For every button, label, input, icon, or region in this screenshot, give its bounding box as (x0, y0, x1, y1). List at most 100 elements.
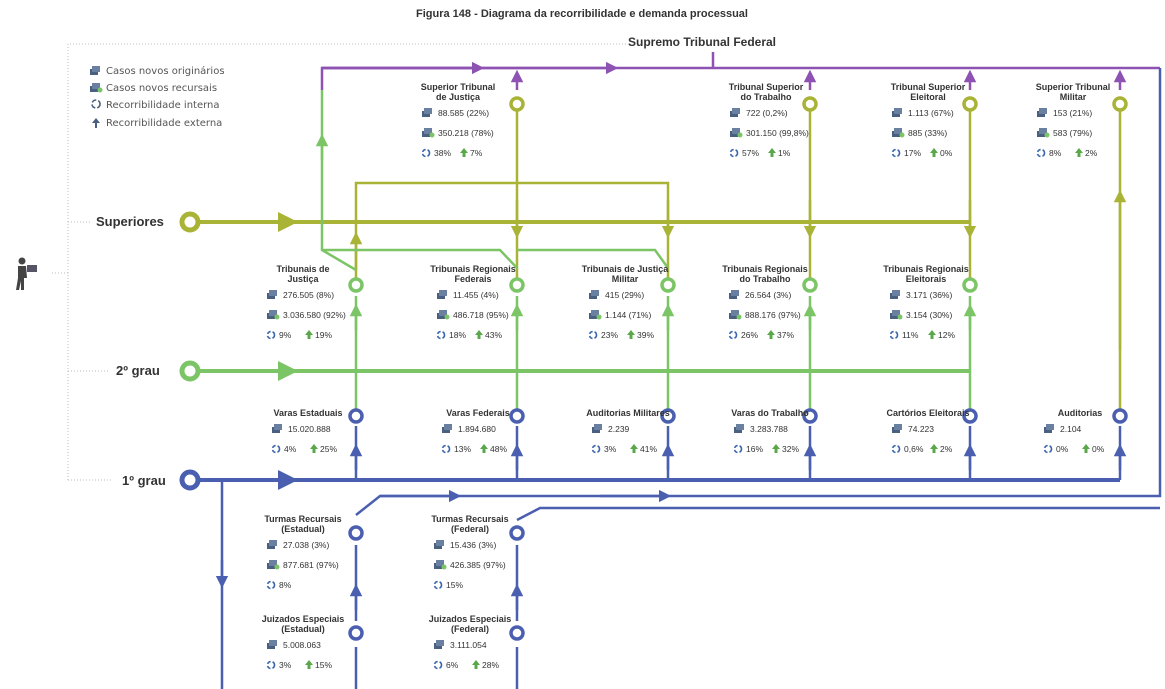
arrow-up-icon (480, 444, 488, 453)
node-interna-ce: 0,6% (904, 444, 924, 454)
node-name-tjm: Tribunais de Justiça (582, 264, 670, 274)
cycle-icon (91, 99, 101, 109)
node-orig-ve: 15.020.888 (288, 424, 331, 434)
node-tre_fed: Turmas Recursais(Federal)15.436 (3%)426.… (431, 514, 508, 590)
node-name-am: Auditorias Militares (586, 408, 670, 418)
arrow-up-icon (472, 660, 480, 669)
node-externa-tj: 19% (315, 330, 332, 340)
node-rec-stj: 350.218 (78%) (438, 128, 494, 138)
node-name-aud: Auditorias (1058, 408, 1103, 418)
stack-recurso-icon (1037, 128, 1050, 138)
legend: Casos novos originários Casos novos recu… (90, 65, 225, 129)
cycle-icon (1036, 148, 1046, 158)
node-name-tj: Tribunais de (276, 264, 329, 274)
level-superiores: Superiores (96, 214, 164, 229)
superior-node-circles (509, 96, 1128, 112)
node-name-tre: Eleitorais (906, 274, 947, 284)
node-interna-vf: 13% (454, 444, 471, 454)
node-interna-je_fed: 6% (446, 660, 459, 670)
stack-icon (892, 108, 902, 117)
node-externa-je_est: 15% (315, 660, 332, 670)
node-interna-tre_est: 8% (279, 580, 292, 590)
stf-flow-line (320, 61, 1160, 90)
stack-recurso-icon (589, 310, 602, 320)
arrow-up-icon (768, 148, 776, 157)
node-name-tj: Justiça (287, 274, 319, 284)
2grau-start-node (179, 360, 201, 382)
node-name-tre: Tribunais Regionais (883, 264, 969, 274)
legend-externa: Recorribilidade externa (106, 118, 222, 129)
stack-icon (434, 640, 444, 649)
node-orig-tre: 3.171 (36%) (906, 290, 952, 300)
person-icon (16, 257, 37, 290)
arrow-up-icon (305, 330, 313, 339)
node-interna-je_est: 3% (279, 660, 292, 670)
node-externa-vt: 32% (782, 444, 799, 454)
node-orig-tjm: 415 (29%) (605, 290, 644, 300)
stack-icon (267, 540, 277, 549)
node-name-je_fed: (Federal) (451, 624, 489, 634)
level-2grau: 2º grau (116, 363, 160, 378)
cycle-icon (266, 660, 276, 670)
cycle-icon (271, 444, 281, 454)
node-rec-trt: 888.176 (97%) (745, 310, 801, 320)
node-externa-am: 41% (640, 444, 657, 454)
node-orig-vt: 3.283.788 (750, 424, 788, 434)
legend-recursais: Casos novos recursais (106, 83, 217, 94)
node-interna-am: 3% (604, 444, 617, 454)
stack-recurso-icon (267, 310, 280, 320)
node-name-ce: Cartórios Eleitorais (886, 408, 969, 418)
1grau-node-circles (348, 408, 1128, 641)
stf-label: Supremo Tribunal Federal (628, 35, 776, 49)
stack-recurso-icon (90, 83, 103, 93)
node-name-je_est: (Estadual) (281, 624, 325, 634)
node-interna-stm: 8% (1049, 148, 1062, 158)
node-name-trf: Federais (454, 274, 491, 284)
arrow-up-icon (1082, 444, 1090, 453)
node-rec-trf: 486.718 (95%) (453, 310, 509, 320)
arrow-up-icon (930, 148, 938, 157)
cycle-icon (1043, 444, 1053, 454)
node-je_est: Juizados Especiais(Estadual)5.008.0633%1… (262, 614, 345, 670)
node-rec-stm: 583 (79%) (1053, 128, 1092, 138)
node-name-tre_est: Turmas Recursais (264, 514, 341, 524)
node-orig-tre_est: 27.038 (3%) (283, 540, 329, 550)
node-interna-vt: 16% (746, 444, 763, 454)
node-name-vf: Varas Federais (446, 408, 510, 418)
node-am: Auditorias Militares 2.239 3% 41% (586, 408, 670, 454)
stack-icon (422, 108, 432, 117)
node-rec-tre_est: 877.681 (97%) (283, 560, 339, 570)
node-interna-aud: 0% (1056, 444, 1069, 454)
node-externa-tre: 12% (938, 330, 955, 340)
node-interna-stj: 38% (434, 148, 451, 158)
cycle-icon (588, 330, 598, 340)
arrow-up-icon (930, 444, 938, 453)
node-interna-tj: 9% (279, 330, 292, 340)
1grau-flow-lines (196, 68, 1162, 689)
legend-interna: Recorribilidade interna (106, 100, 220, 111)
node-orig-trt: 26.564 (3%) (745, 290, 791, 300)
stack-icon (890, 290, 900, 299)
stack-icon (434, 540, 444, 549)
node-interna-tse: 17% (904, 148, 921, 158)
node-name-tre_fed: (Federal) (451, 524, 489, 534)
node-orig-am: 2.239 (608, 424, 630, 434)
node-rec-tre: 3.154 (30%) (906, 310, 952, 320)
node-orig-vf: 1.894.680 (458, 424, 496, 434)
arrow-up-icon (92, 118, 100, 128)
node-externa-je_fed: 28% (482, 660, 499, 670)
stack-icon (730, 108, 740, 117)
cycle-icon (733, 444, 743, 454)
cycle-icon (433, 660, 443, 670)
stack-recurso-icon (267, 560, 280, 570)
arrow-up-icon (475, 330, 483, 339)
arrow-up-icon (1075, 148, 1083, 157)
